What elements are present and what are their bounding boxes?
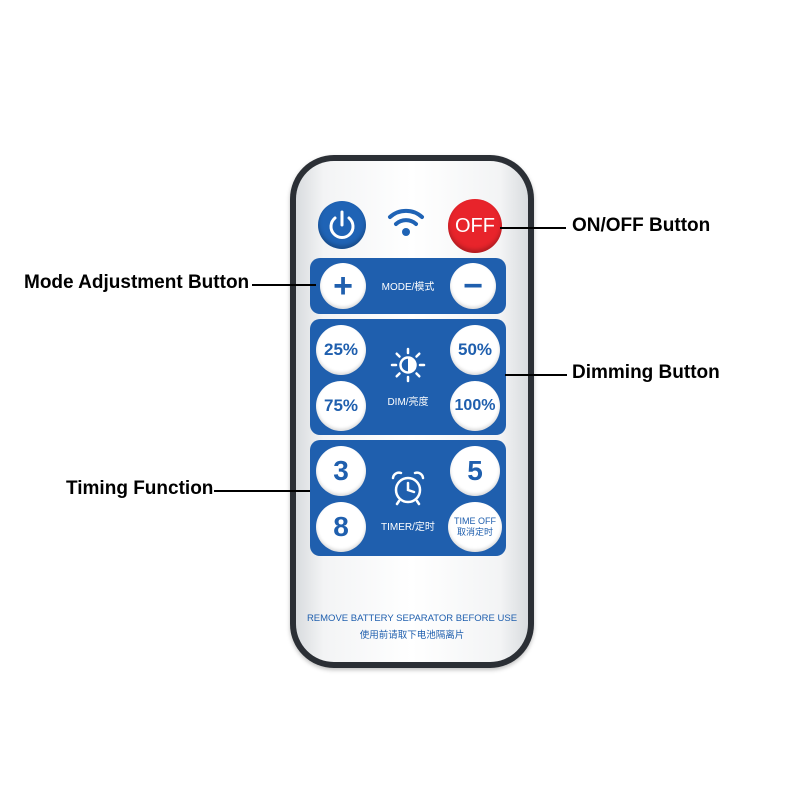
timing-leader-line xyxy=(214,490,310,492)
remote-face: OFF + MODE/模式 − 25% 50% 75% 100% xyxy=(296,161,528,662)
mode-label: MODE/模式 xyxy=(381,282,435,293)
mode-leader-line xyxy=(252,284,316,286)
dim-25-button[interactable]: 25% xyxy=(316,325,366,375)
timer-5-label: 5 xyxy=(467,455,483,486)
sun-icon xyxy=(390,347,426,383)
battery-note-cn: 使用前请取下电池隔离片 xyxy=(359,630,465,641)
power-button[interactable] xyxy=(318,201,366,249)
timer-panel: 3 5 8 TIME OFF 取消定时 TIMER/定时 xyxy=(310,440,506,556)
timer-3-label: 3 xyxy=(333,455,349,486)
off-label: OFF xyxy=(455,214,495,237)
dim-panel: 25% 50% 75% 100% DIM/亮度 xyxy=(310,319,506,435)
plus-label: + xyxy=(333,266,353,305)
timer-3-button[interactable]: 3 xyxy=(316,446,366,496)
dimming-callout: Dimming Button xyxy=(572,362,720,383)
dim-100-button[interactable]: 100% xyxy=(450,381,500,431)
mode-plus-button[interactable]: + xyxy=(320,263,366,309)
timer-5-button[interactable]: 5 xyxy=(450,446,500,496)
dim-label: DIM/亮度 xyxy=(387,397,429,408)
onoff-callout: ON/OFF Button xyxy=(572,215,711,236)
onoff-leader-line xyxy=(500,227,566,229)
mode-callout: Mode Adjustment Button xyxy=(24,272,250,293)
dim-75-button[interactable]: 75% xyxy=(316,381,366,431)
mode-minus-button[interactable]: − xyxy=(450,263,496,309)
timer-label: TIMER/定时 xyxy=(381,522,435,533)
off-button[interactable]: OFF xyxy=(448,199,502,253)
alarm-clock-icon xyxy=(391,471,425,506)
battery-note-en: REMOVE BATTERY SEPARATOR BEFORE USE xyxy=(306,613,518,624)
timer-8-button[interactable]: 8 xyxy=(316,502,366,552)
timer-8-label: 8 xyxy=(333,511,349,542)
time-off-button[interactable]: TIME OFF 取消定时 xyxy=(448,502,502,552)
dim-25-label: 25% xyxy=(323,340,359,359)
mode-panel: + MODE/模式 − xyxy=(310,258,506,314)
dim-75-label: 75% xyxy=(323,396,359,415)
dim-50-label: 50% xyxy=(457,340,493,359)
time-off-label-cn: 取消定时 xyxy=(456,527,493,537)
minus-label: − xyxy=(463,266,483,305)
dim-100-label: 100% xyxy=(454,397,496,414)
dimming-leader-line xyxy=(505,374,567,376)
wifi-icon xyxy=(388,208,424,236)
timing-callout: Timing Function xyxy=(66,478,214,499)
power-icon xyxy=(329,210,355,239)
dim-50-button[interactable]: 50% xyxy=(450,325,500,375)
time-off-label-en: TIME OFF xyxy=(454,516,496,526)
